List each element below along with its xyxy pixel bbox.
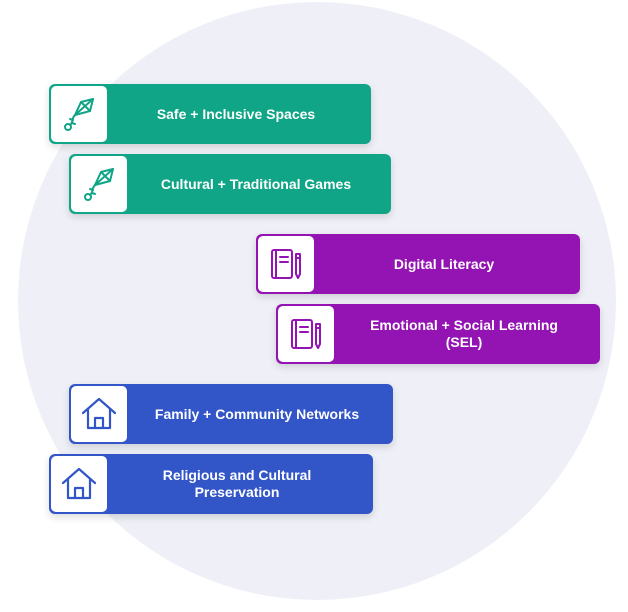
card-family-community-networks: Family + Community Networks (69, 384, 393, 444)
kite-icon (71, 156, 127, 212)
card-emotional-social-learning: Emotional + Social Learning (SEL) (276, 304, 600, 364)
card-label: Cultural + Traditional Games (160, 175, 352, 192)
card-digital-literacy: Digital Literacy (256, 234, 580, 294)
card-religious-cultural-preservation: Religious and Cultural Preservation (49, 454, 373, 514)
card-cultural-traditional-games: Cultural + Traditional Games (69, 154, 391, 214)
card-label: Digital Literacy (393, 255, 495, 272)
card-label: Religious and Cultural Preservation (162, 467, 312, 500)
card-label: Family + Community Networks (154, 405, 360, 422)
card-label: Emotional + Social Learning (SEL) (370, 317, 558, 350)
house-icon (71, 386, 127, 442)
book-pencil-icon (258, 236, 314, 292)
card-label: Safe + Inclusive Spaces (156, 105, 316, 122)
card-safe-inclusive-spaces: Safe + Inclusive Spaces (49, 84, 371, 144)
book-pencil-icon (278, 306, 334, 362)
house-icon (51, 456, 107, 512)
kite-icon (51, 86, 107, 142)
